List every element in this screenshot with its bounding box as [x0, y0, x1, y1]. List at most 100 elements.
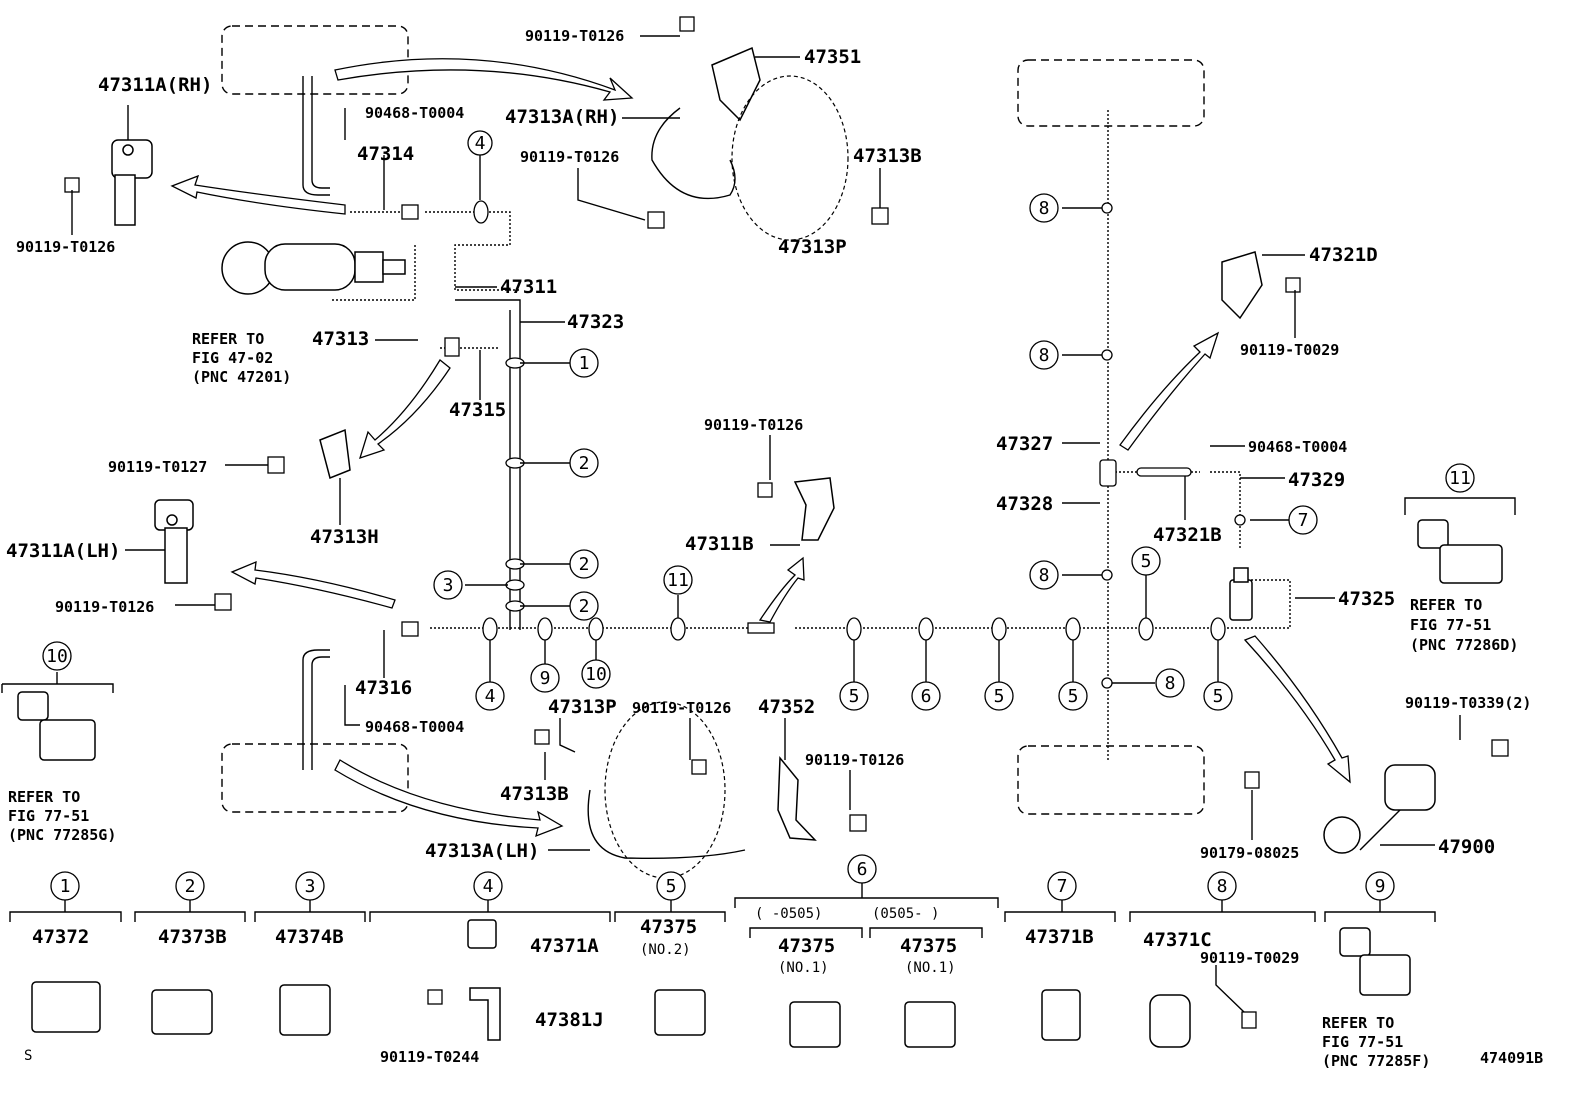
svg-text:1: 1	[579, 353, 590, 374]
legend-numbers: 1 2 3 4 5 6 7 8 9	[60, 859, 1386, 897]
svg-text:5: 5	[1213, 686, 1224, 707]
ref-box-top-right	[1017, 59, 1205, 127]
svg-text:9: 9	[1375, 876, 1386, 897]
label-47313P-top: 47313P	[778, 236, 847, 258]
svg-text:8: 8	[1165, 673, 1176, 694]
svg-text:FIG 47-02: FIG 47-02	[192, 349, 273, 367]
svg-text:5: 5	[666, 876, 677, 897]
connector-icon-11	[1417, 519, 1503, 584]
svg-text:5: 5	[849, 686, 860, 707]
diagram-id: 474091B	[1480, 1049, 1543, 1067]
svg-text:47375: 47375	[900, 935, 957, 957]
svg-text:(NO.1): (NO.1)	[905, 960, 956, 976]
svg-text:(PNC 77285F): (PNC 77285F)	[1322, 1052, 1430, 1070]
label-47311: 47311	[500, 276, 557, 298]
label-bolt-90119-T0126-b: 90119-T0126	[520, 148, 619, 166]
label-clip-90468-T0004-b: 90468-T0004	[365, 718, 464, 736]
svg-text:FIG 77-51: FIG 77-51	[8, 807, 89, 825]
callout-numbers: 4 1 2 2 3 2 11 4 9 10 5 6 5 5 5 5 8 8 8 …	[46, 133, 1471, 707]
master-cylinder[interactable]	[221, 241, 406, 295]
junction-47311A-lh[interactable]	[154, 499, 194, 584]
bracket-47321D[interactable]	[1221, 251, 1263, 320]
svg-text:11: 11	[667, 570, 689, 591]
ref-box-bottom-left	[221, 743, 409, 813]
label-clip-90468-T0004-a: 90468-T0004	[365, 104, 464, 122]
bracket-47313H[interactable]	[319, 428, 351, 480]
svg-text:47375: 47375	[778, 935, 835, 957]
svg-text:9: 9	[540, 668, 551, 689]
label-47323: 47323	[567, 311, 624, 333]
label-47316: 47316	[355, 677, 412, 699]
svg-text:FIG 77-51: FIG 77-51	[1410, 616, 1491, 634]
label-bolt-90119-T0126-e: 90119-T0126	[55, 598, 154, 616]
svg-text:7: 7	[1298, 510, 1309, 531]
svg-text:REFER TO: REFER TO	[1410, 596, 1482, 614]
label-bolt-90119-T0126-a: 90119-T0126	[525, 27, 624, 45]
label-bolt-90119-T0029-b: 90119-T0029	[1200, 949, 1299, 967]
flow-arrows	[170, 58, 1351, 838]
valve-47325[interactable]	[1229, 567, 1253, 621]
svg-text:47381J: 47381J	[535, 1009, 604, 1031]
svg-text:10: 10	[46, 646, 68, 667]
svg-text:REFER TO: REFER TO	[1322, 1014, 1394, 1032]
label-47311A-lh: 47311A(LH)	[6, 540, 120, 562]
ref-box-bottom-right	[1017, 745, 1205, 815]
svg-text:(PNC 77285G): (PNC 77285G)	[8, 826, 116, 844]
svg-text:2: 2	[579, 596, 590, 617]
label-bolt-90119-T0127: 90119-T0127	[108, 458, 207, 476]
svg-text:47373B: 47373B	[158, 926, 227, 948]
bracket-47352[interactable]	[777, 755, 817, 841]
bracket-47311B[interactable]	[793, 477, 835, 541]
svg-text:2: 2	[579, 554, 590, 575]
svg-text:47371A: 47371A	[530, 935, 599, 957]
svg-text:REFER TO: REFER TO	[192, 330, 264, 348]
svg-text:11: 11	[1449, 468, 1471, 489]
label-clip-90468-T0004-c: 90468-T0004	[1248, 438, 1347, 456]
label-47900: 47900	[1438, 836, 1495, 858]
svg-text:1: 1	[60, 876, 71, 897]
svg-text:5: 5	[1068, 686, 1079, 707]
label-bolt-90119-T0126-f: 90119-T0126	[632, 699, 731, 717]
ref-box-top-left	[221, 25, 409, 95]
label-47325: 47325	[1338, 588, 1395, 610]
svg-text:47371C: 47371C	[1143, 929, 1212, 951]
svg-text:6: 6	[921, 686, 932, 707]
label-47313A-rh: 47313A(RH)	[505, 106, 619, 128]
svg-text:5: 5	[1141, 551, 1152, 572]
label-47311B: 47311B	[685, 533, 754, 555]
svg-text:47372: 47372	[32, 926, 89, 948]
label-47313B-bottom: 47313B	[500, 783, 569, 805]
svg-text:6: 6	[857, 859, 868, 880]
svg-text:4: 4	[485, 686, 496, 707]
hose-47313A-rh[interactable]	[651, 75, 849, 241]
label-47329: 47329	[1288, 469, 1345, 491]
label-47313H: 47313H	[310, 526, 379, 548]
svg-text:8: 8	[1039, 198, 1050, 219]
label-bolt-90119-T0244: 90119-T0244	[380, 1048, 479, 1066]
bolt-icon-group	[64, 16, 1509, 1029]
label-47321B: 47321B	[1153, 524, 1222, 546]
connector-icon-10	[17, 691, 96, 761]
svg-text:(NO.2): (NO.2)	[640, 942, 691, 958]
legend-brackets	[9, 883, 1436, 1013]
pipe-clamp-markers	[401, 200, 1246, 689]
hose-47313A-lh[interactable]	[587, 701, 746, 879]
label-47313B-top: 47313B	[853, 145, 922, 167]
label-47311A-rh: 47311A(RH)	[98, 74, 212, 96]
svg-text:8: 8	[1217, 876, 1228, 897]
label-nut-90179-08025: 90179-08025	[1200, 844, 1299, 862]
label-bolt-90119-T0339: 90119-T0339(2)	[1405, 694, 1531, 712]
ref-77285G: REFER TO FIG 77-51 (PNC 77285G)	[8, 788, 116, 844]
junction-47311A-rh[interactable]	[111, 139, 153, 226]
label-47314: 47314	[357, 143, 414, 165]
svg-text:3: 3	[305, 876, 316, 897]
legend-clip-icons	[31, 919, 1411, 1048]
label-bolt-90119-T0126-g: 90119-T0126	[805, 751, 904, 769]
legend-labels: 47372 47373B 47374B 47371A 47381J 47375 …	[32, 906, 1430, 1070]
svg-text:4: 4	[483, 876, 494, 897]
label-47315: 47315	[449, 399, 506, 421]
bracket-47351[interactable]	[711, 46, 761, 122]
svg-text:FIG 77-51: FIG 77-51	[1322, 1033, 1403, 1051]
sensor-47900[interactable]	[1323, 764, 1436, 854]
